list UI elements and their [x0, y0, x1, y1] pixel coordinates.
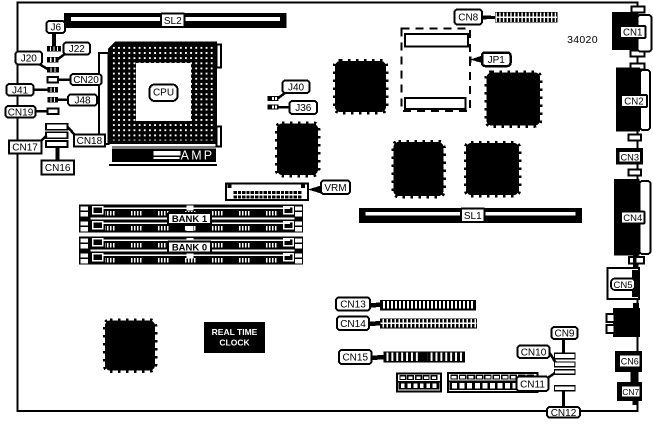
svg-text:CN3: CN3 — [620, 152, 639, 162]
svg-text:CN11: CN11 — [520, 379, 545, 390]
svg-text:CN20: CN20 — [73, 75, 99, 86]
svg-text:CN8: CN8 — [458, 13, 478, 24]
svg-text:BANK 1: BANK 1 — [172, 214, 208, 225]
svg-text:CN10: CN10 — [521, 347, 547, 358]
svg-text:SL1: SL1 — [464, 211, 482, 222]
svg-text:J36: J36 — [295, 103, 312, 114]
svg-text:CN15: CN15 — [342, 353, 368, 364]
svg-text:BANK 0: BANK 0 — [172, 243, 207, 254]
svg-text:CN18: CN18 — [77, 136, 103, 147]
svg-text:J20: J20 — [21, 54, 38, 65]
svg-text:CN14: CN14 — [340, 319, 366, 330]
svg-text:AMP: AMP — [181, 148, 215, 162]
svg-text:J48: J48 — [74, 96, 91, 107]
svg-text:SL2: SL2 — [164, 16, 182, 27]
svg-text:CN12: CN12 — [551, 408, 577, 419]
svg-text:CN7: CN7 — [622, 387, 639, 397]
svg-text:CN1: CN1 — [623, 28, 642, 39]
svg-text:J41: J41 — [12, 85, 29, 96]
svg-text:CN6: CN6 — [621, 357, 639, 367]
svg-text:CN19: CN19 — [8, 107, 34, 118]
svg-text:JP1: JP1 — [488, 55, 506, 66]
svg-text:CPU: CPU — [153, 88, 174, 99]
svg-text:J40: J40 — [288, 82, 305, 93]
svg-text:CLOCK: CLOCK — [219, 338, 250, 348]
svg-text:CN4: CN4 — [623, 213, 642, 224]
svg-text:VRM: VRM — [324, 183, 346, 194]
svg-text:J6: J6 — [50, 23, 61, 34]
svg-text:CN17: CN17 — [12, 143, 38, 154]
svg-text:34020: 34020 — [567, 34, 598, 46]
svg-text:CN13: CN13 — [340, 300, 366, 311]
svg-text:REAL TIME: REAL TIME — [212, 327, 258, 337]
svg-text:CN2: CN2 — [624, 97, 643, 108]
svg-text:CN9: CN9 — [554, 329, 574, 340]
svg-text:CN16: CN16 — [45, 163, 71, 174]
svg-text:J22: J22 — [69, 44, 86, 55]
svg-text:CN5: CN5 — [613, 280, 632, 291]
